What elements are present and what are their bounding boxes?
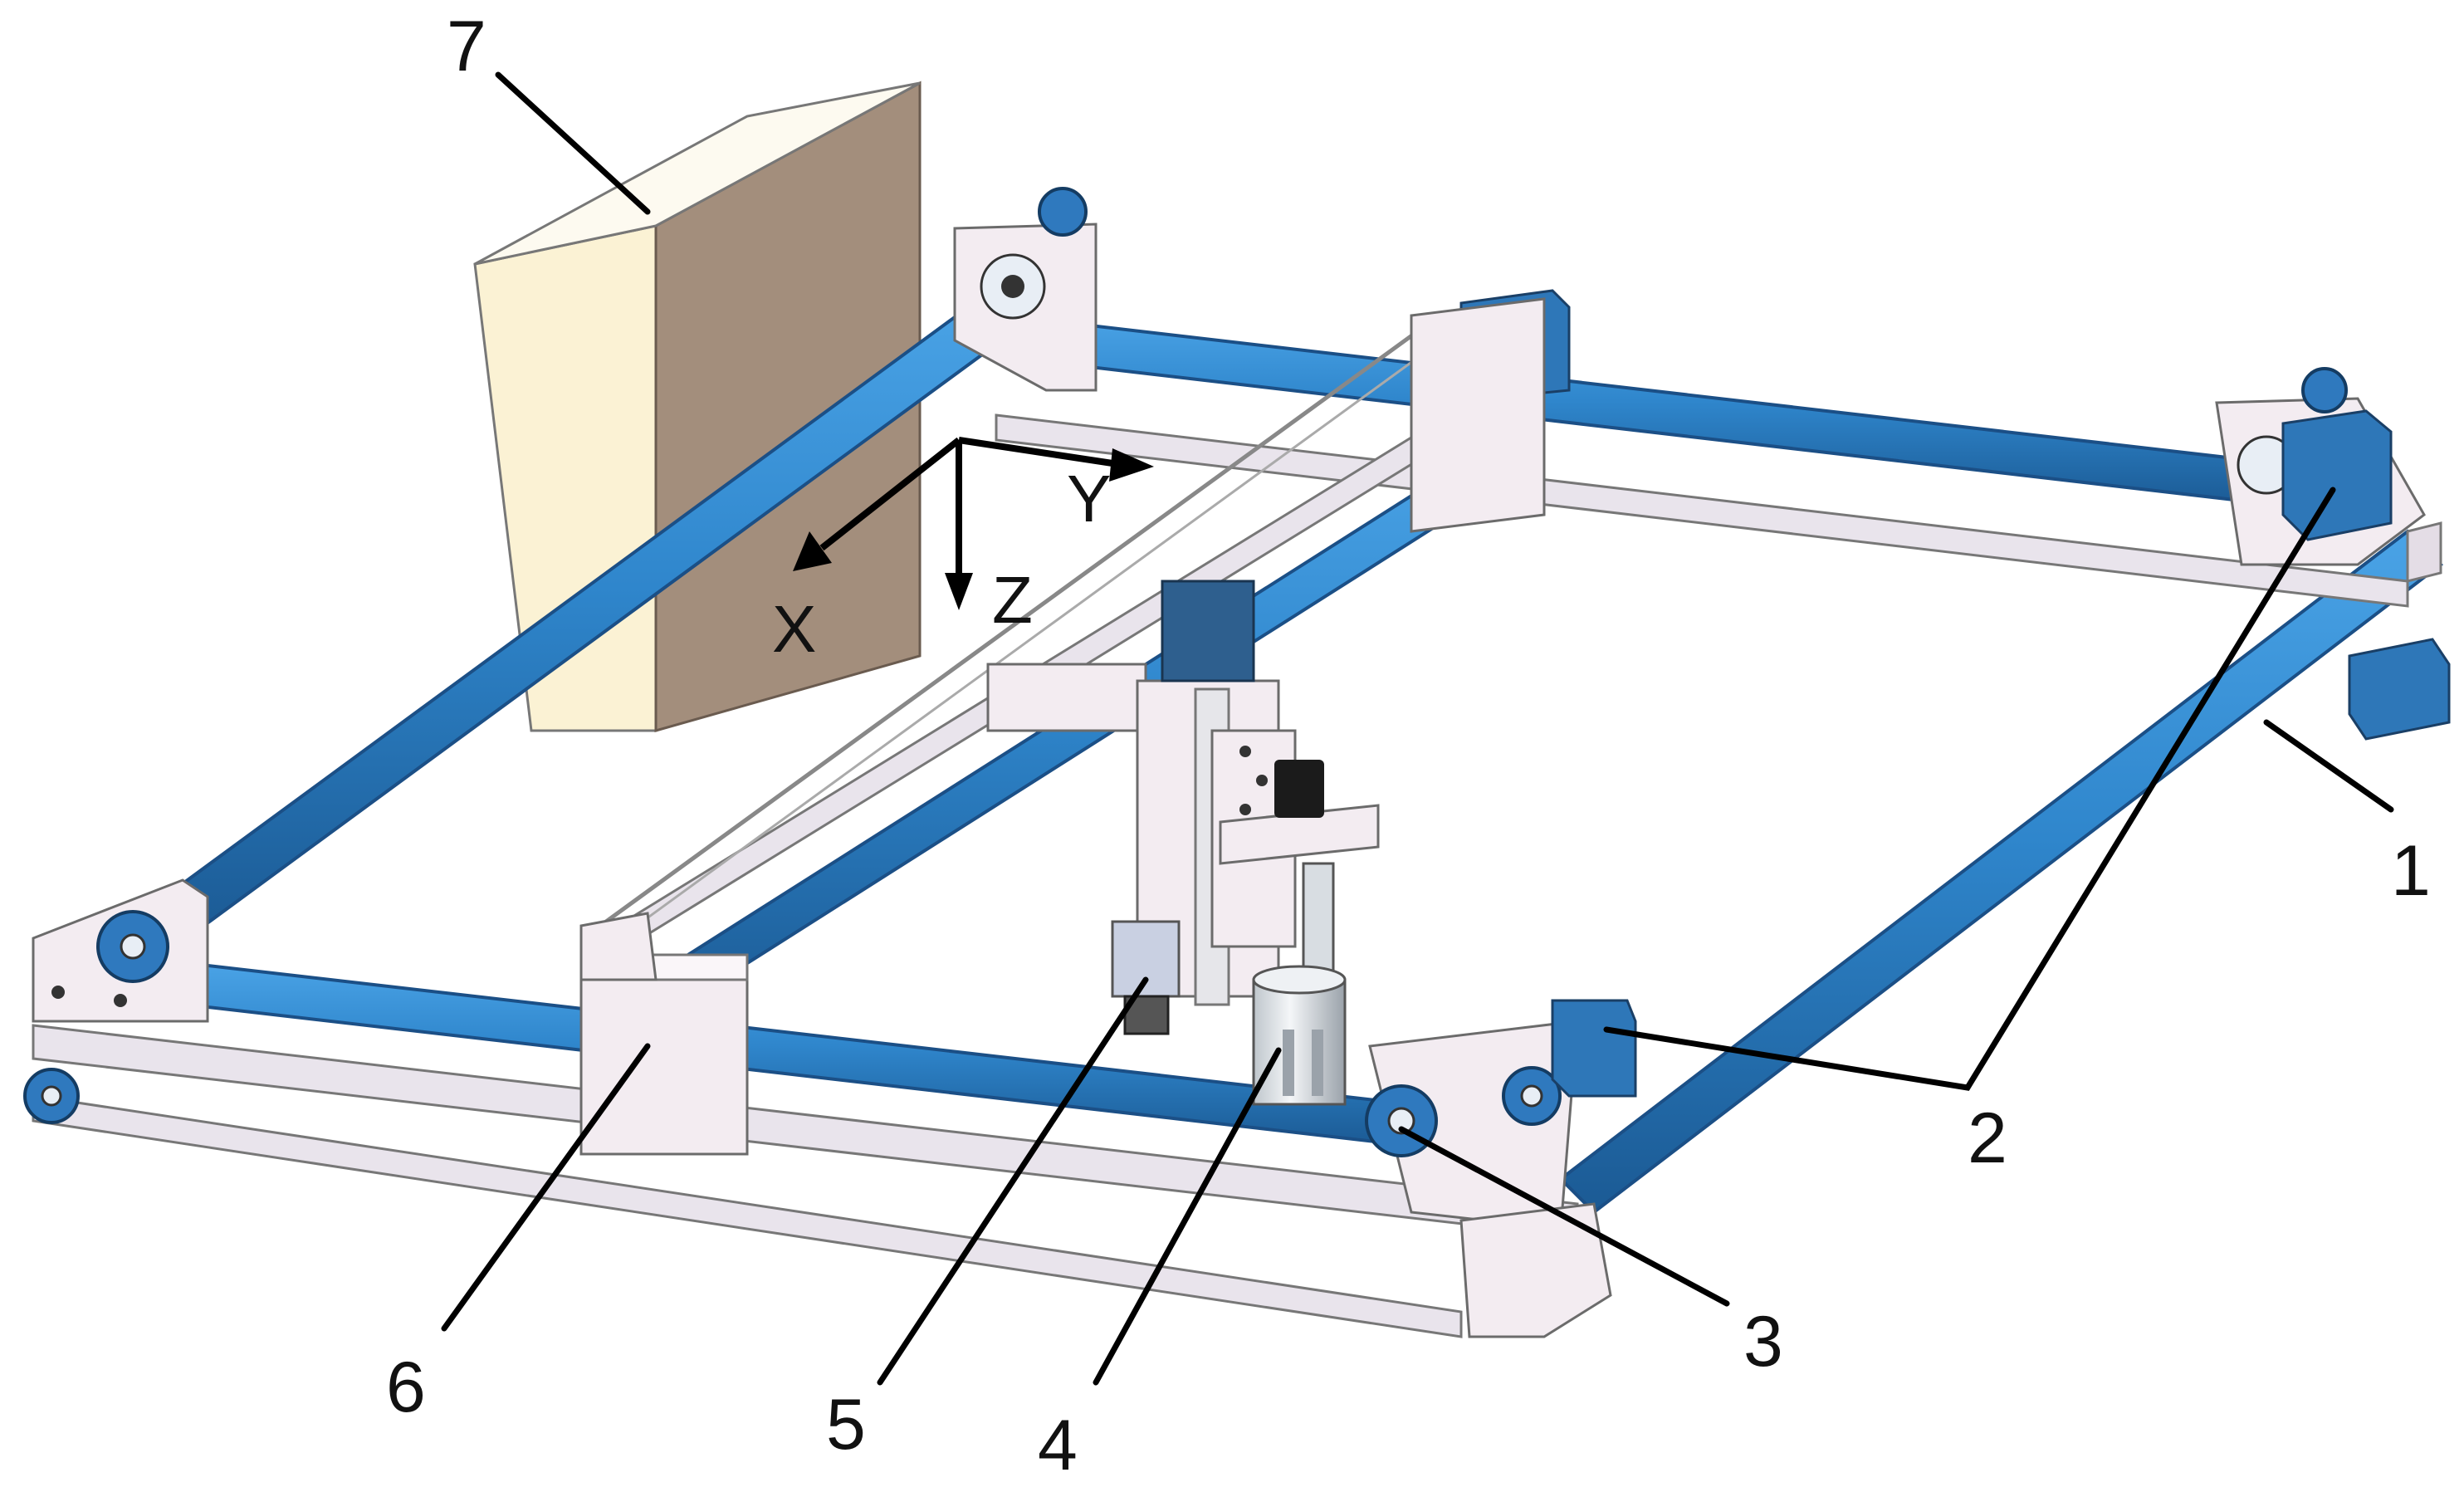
leader-6 — [441, 1043, 651, 1332]
spindle — [1252, 862, 1347, 1106]
callout-2: 2 — [1968, 1098, 2007, 1178]
callout-6: 6 — [386, 1348, 426, 1427]
x-axis-label: X — [772, 592, 816, 666]
leader-lines — [441, 71, 2394, 1386]
z-carriage — [986, 580, 1380, 1006]
z-axis-arrowhead — [945, 573, 973, 610]
y-axis-label: Y — [1067, 462, 1111, 536]
callout-7: 7 — [447, 7, 486, 86]
coordinate-axes: Y Z X — [772, 437, 1154, 666]
callout-3: 3 — [1743, 1302, 1783, 1382]
gantry-slider — [579, 297, 1546, 1156]
callout-4: 4 — [1038, 1406, 1078, 1485]
callout-1: 1 — [2391, 831, 2431, 911]
leader-7 — [495, 71, 651, 215]
corner-plate-back-left — [953, 187, 1098, 392]
z-axis-label: Z — [992, 563, 1033, 637]
leader-3 — [1398, 1126, 1730, 1307]
callout-labels: 7 1 2 3 4 5 6 — [386, 7, 2431, 1485]
corner-plate-front-left — [32, 878, 209, 1023]
leader-4 — [1093, 1047, 1282, 1386]
leader-1 — [2263, 719, 2394, 813]
y-axis-arrowhead — [1109, 448, 1154, 482]
callout-5: 5 — [826, 1385, 866, 1465]
rail-frame — [32, 296, 2444, 1338]
leader-5 — [877, 976, 1149, 1386]
leader-2 — [1603, 487, 2336, 1091]
belt-end-plate — [1459, 1202, 1612, 1338]
x-axis-arrowhead — [793, 531, 832, 571]
